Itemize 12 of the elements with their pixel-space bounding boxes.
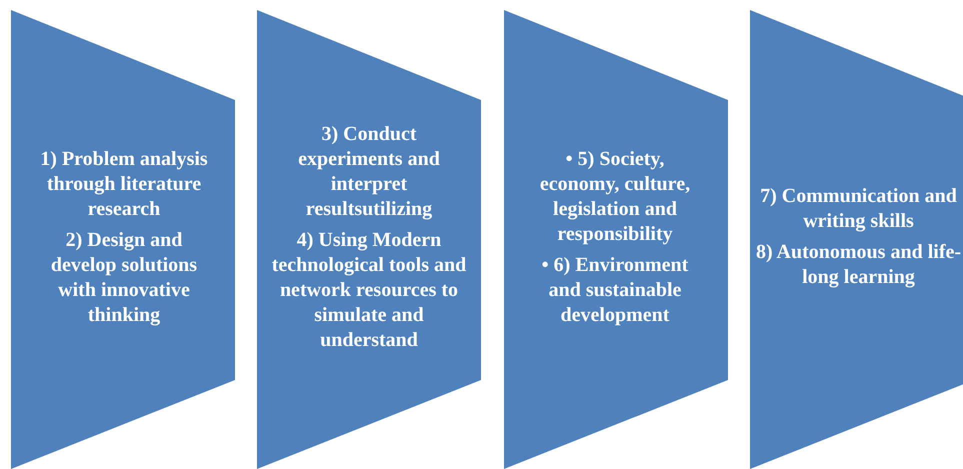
chevron-text: 3) Conduct experiments and interpret resultsutilizing (297, 122, 441, 222)
chevron-shape (750, 10, 963, 469)
chevron-text: 8) Autonomous and life-long learning (754, 240, 962, 290)
chevron-text: • 5) Society, economy, culture, legislation and responsibility (538, 146, 692, 246)
chevron-text: 2) Design and develop solutions with innovative thinking (50, 228, 198, 328)
chevron-text: 1) Problem analysis through literature research (39, 146, 209, 222)
chevron-shape (257, 10, 481, 469)
chevron-text: 4) Using Modern technological tools and network resources to simulate and understand (271, 228, 467, 352)
chevron-text: 7) Communication and writing skills (759, 184, 958, 234)
chevron-shape (504, 10, 728, 469)
chevron-shape (11, 10, 235, 469)
chevron-text: • 6) Environment and sustainable development (540, 252, 690, 328)
